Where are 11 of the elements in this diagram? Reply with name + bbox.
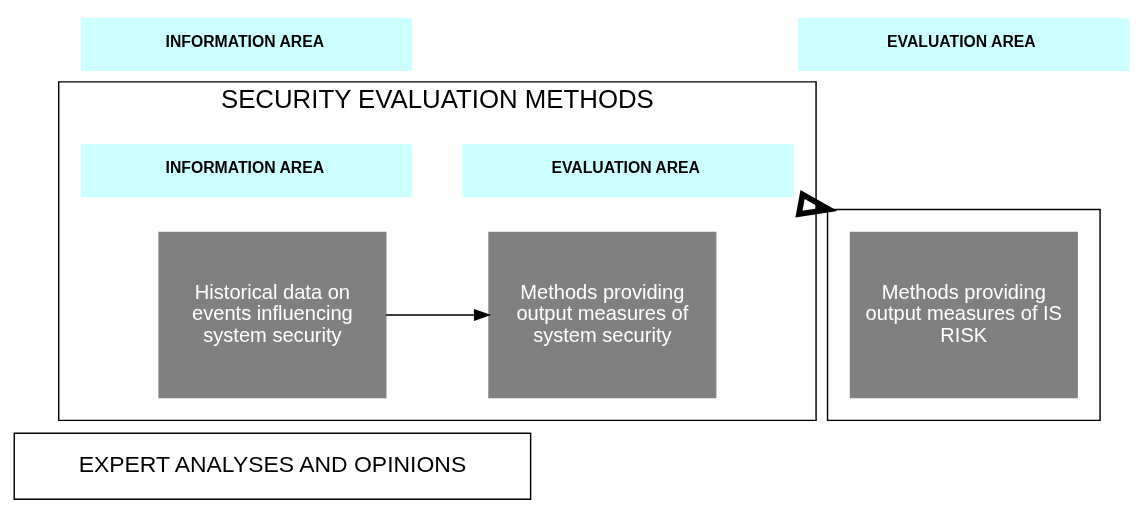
node-box: EVALUATION AREA <box>462 144 794 198</box>
node-box: Methods providing output measures of IS RISK <box>849 231 1078 399</box>
arrow <box>795 189 838 218</box>
node-box: INFORMATION AREA <box>80 18 413 72</box>
node-box: EXPERT ANALYSES AND OPINIONS <box>13 432 532 500</box>
node-box: INFORMATION AREA <box>80 144 413 198</box>
cluster <box>826 208 1101 422</box>
node-box: Methods providing output measures of system security <box>488 231 717 399</box>
node-box: Historical data on events influencing system security <box>158 231 387 399</box>
node-box: EVALUATION AREA <box>798 18 1130 72</box>
arrow <box>385 308 492 321</box>
